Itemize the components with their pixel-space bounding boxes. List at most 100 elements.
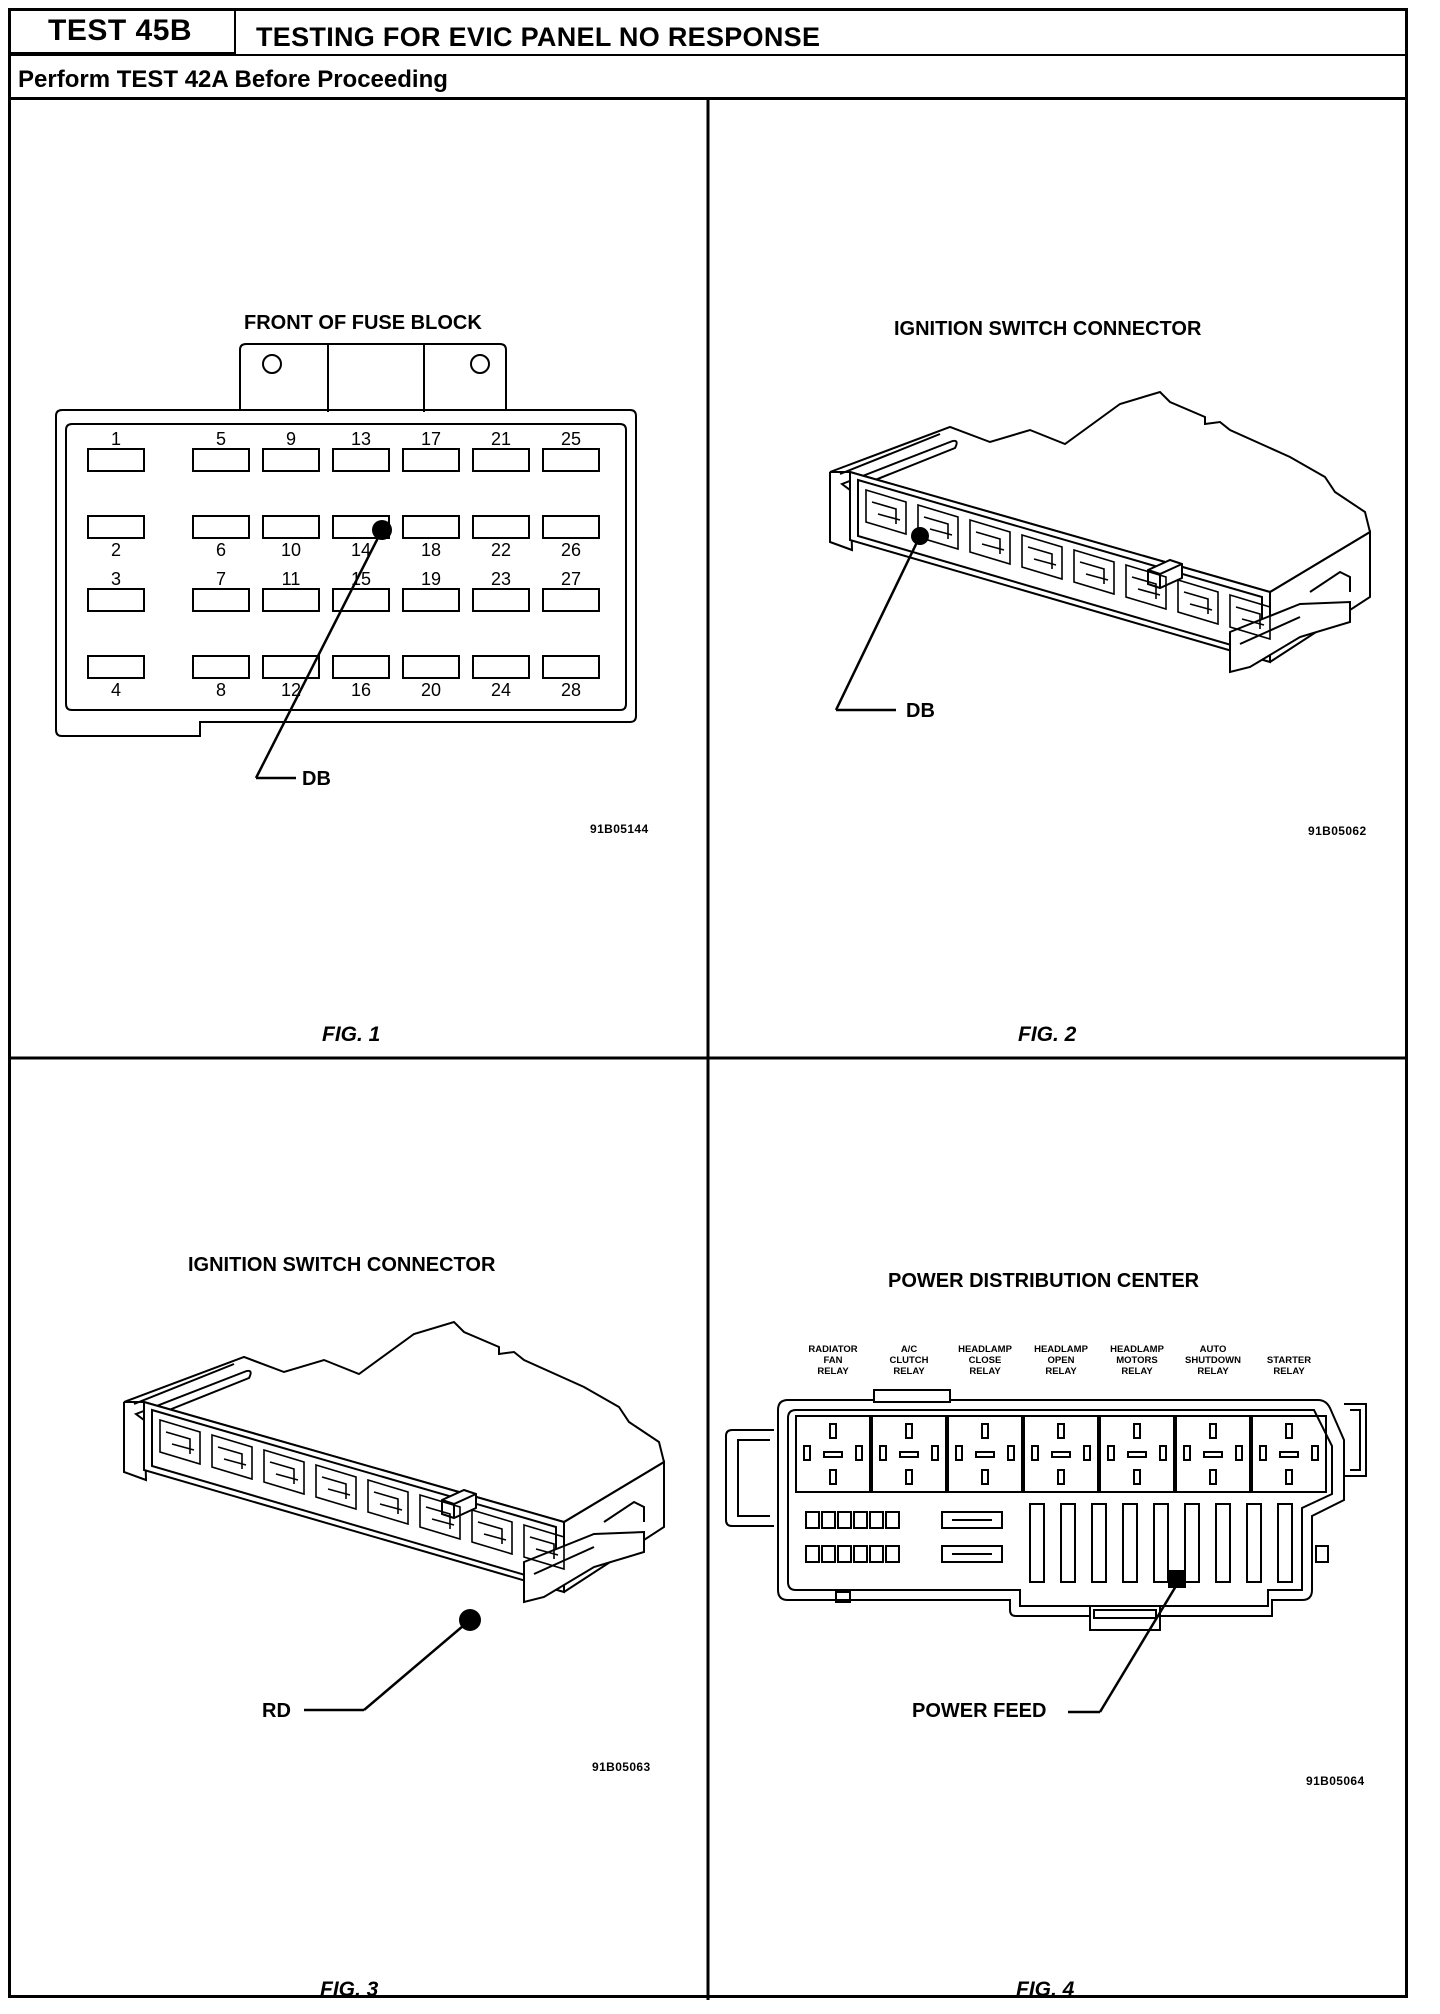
fig4-callout-label: POWER FEED: [912, 1700, 1047, 1722]
relay-label-line: CLUTCH: [889, 1355, 928, 1366]
connector-cavity: [1021, 533, 1063, 581]
fuse-number: 7: [216, 569, 226, 589]
mini-fuse: [837, 1545, 852, 1563]
connector-terminal: [529, 1536, 559, 1559]
fuse-slot: [87, 448, 145, 472]
mini-fuse: [853, 1545, 868, 1563]
fuse-slot: [472, 588, 530, 612]
fig3-code: 91B05063: [592, 1760, 651, 1774]
mini-fuse: [837, 1511, 852, 1529]
relay-socket: [795, 1415, 871, 1493]
fuse-number: 24: [491, 680, 511, 700]
relay-terminal: [1209, 1469, 1217, 1485]
fuse-number: 16: [351, 680, 371, 700]
fig4-title: POWER DISTRIBUTION CENTER: [888, 1270, 1200, 1292]
relay-terminal: [1285, 1469, 1293, 1485]
maxi-fuse: [1215, 1503, 1231, 1583]
relay-label-line: MOTORS: [1116, 1355, 1158, 1366]
mini-fuse: [821, 1511, 836, 1529]
ignition-connector-drawing-fig2: [829, 390, 1372, 674]
fuse-slot: [472, 448, 530, 472]
connector-cavities-fig2: [865, 488, 1271, 641]
fuse-number: 8: [216, 680, 226, 700]
connector-terminal: [1027, 546, 1057, 569]
fuse-number: 14: [351, 540, 371, 560]
fuse-number: 22: [491, 540, 511, 560]
relay-socket: [1251, 1415, 1327, 1493]
fig4-code: 91B05064: [1306, 1774, 1365, 1788]
connector-terminal: [165, 1431, 195, 1454]
maxi-fuse: [1246, 1503, 1262, 1583]
relay-terminal: [829, 1423, 837, 1439]
fig3-caption: FIG. 3: [320, 1978, 379, 2001]
maxi-fuse: [1091, 1503, 1107, 1583]
relay-label-line: AUTO: [1200, 1344, 1227, 1355]
connector-cavity: [419, 1493, 461, 1541]
relay-terminal: [879, 1445, 887, 1461]
fig2-callout-label: DB: [906, 700, 935, 722]
fuse-slot: [262, 655, 320, 679]
relay-label-line: HEADLAMP: [1110, 1344, 1164, 1355]
relay-terminal: [1107, 1445, 1115, 1461]
relay-terminal: [1057, 1423, 1065, 1439]
connector-cavity: [1125, 563, 1167, 611]
fuse-slot: [542, 655, 600, 679]
fuse-number: 5: [216, 429, 226, 449]
relay-label-line: A/C: [901, 1344, 918, 1355]
mini-fuse: [885, 1545, 900, 1563]
mini-fuse: [885, 1511, 900, 1529]
fuse-slot: [87, 515, 145, 539]
relay-terminal: [1285, 1423, 1293, 1439]
cartridge-fuse: [941, 1545, 1003, 1563]
relay-label-line: RELAY: [1273, 1366, 1305, 1377]
connector-cavity: [969, 518, 1011, 566]
relay-terminal: [955, 1445, 963, 1461]
connector-terminal: [269, 1461, 299, 1484]
connector-terminal: [217, 1446, 247, 1469]
relay-label-line: RELAY: [817, 1366, 849, 1377]
fuse-slot: [402, 515, 460, 539]
connector-terminal: [373, 1491, 403, 1514]
relay-label-line: STARTER: [1267, 1355, 1311, 1366]
relay-terminal: [931, 1445, 939, 1461]
relay-socket: [1099, 1415, 1175, 1493]
relay-terminal: [1279, 1451, 1299, 1458]
fig2-title: IGNITION SWITCH CONNECTOR: [894, 318, 1202, 340]
connector-terminal: [1079, 561, 1109, 584]
mini-fuse: [805, 1545, 820, 1563]
fuse-slot: [332, 448, 390, 472]
relay-terminal: [1127, 1451, 1147, 1458]
relay-label-line: FAN: [824, 1355, 843, 1366]
relay-label-line: SHUTDOWN: [1185, 1355, 1241, 1366]
relay-terminal: [1235, 1445, 1243, 1461]
connector-cavity: [1229, 593, 1271, 641]
connector-cavity: [263, 1448, 305, 1496]
relay-label-line: HEADLAMP: [958, 1344, 1012, 1355]
fuse-slot: [262, 588, 320, 612]
relay-labels: RADIATORFANRELAYA/CCLUTCHRELAYHEADLAMPCL…: [808, 1344, 1311, 1377]
relay-terminal: [981, 1469, 989, 1485]
maxi-fuse: [1277, 1503, 1293, 1583]
fuse-slot: [192, 655, 250, 679]
fuse-slot: [472, 655, 530, 679]
pdc-drawing: [725, 1389, 1367, 1631]
relay-terminal: [1133, 1423, 1141, 1439]
relay-terminal: [1057, 1469, 1065, 1485]
fuse-number: 17: [421, 429, 441, 449]
fig1-code: 91B05144: [590, 822, 649, 836]
fuse-numbers: 1234567891011121314151617181920212223242…: [111, 429, 581, 700]
relay-terminal: [1311, 1445, 1319, 1461]
fuse-slot: [87, 655, 145, 679]
instruction-row: [8, 54, 1408, 100]
fuse-slot: [192, 588, 250, 612]
relay-terminal: [1133, 1469, 1141, 1485]
fig4-caption: FIG. 4: [1016, 1978, 1075, 2001]
mini-fuse: [869, 1511, 884, 1529]
relay-sockets: [795, 1415, 1327, 1493]
relay-terminal: [1183, 1445, 1191, 1461]
relay-terminal: [1031, 1445, 1039, 1461]
maxi-fuse: [1122, 1503, 1138, 1583]
fuse-slot: [262, 515, 320, 539]
relay-terminal: [1051, 1451, 1071, 1458]
